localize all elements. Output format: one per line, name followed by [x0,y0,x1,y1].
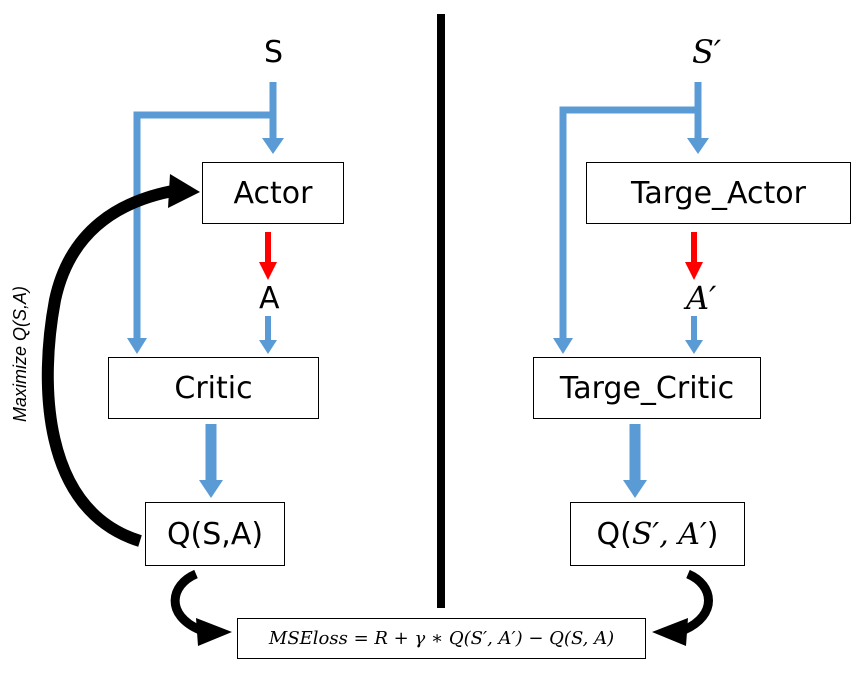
state-to-critic-head [127,338,147,354]
q-value-label: Q(S,A) [166,516,264,552]
next-state-to-target-actor-head [687,138,709,154]
critic-box: Critic [108,357,319,419]
target-critic-label: Targe_Critic [559,370,735,406]
state-label: S [264,35,284,70]
critic-to-q-head [199,480,223,498]
mse-loss-formula: MSEloss = R + γ ∗ Q(S′, A′) − Q(S, A) [268,628,615,649]
target-q-to-loss-head [652,618,688,646]
actor-box: Actor [202,162,344,224]
mse-loss-box: MSEloss = R + γ ∗ Q(S′, A′) − Q(S, A) [237,618,646,659]
q-value-box: Q(S,A) [145,502,285,566]
q-to-loss-arrow [170,569,202,635]
target-q-value-box: Q( S′, A′ ) [570,502,745,566]
target-q-prefix: Q( [596,516,632,552]
action-label: A [259,281,280,316]
critic-label: Critic [174,370,253,406]
maximize-gradient-arrow [41,184,180,547]
maximize-gradient-head [168,174,200,208]
target-actor-box: Targe_Actor [586,162,851,224]
next-state-to-target-critic-arrow [559,106,698,338]
action-to-critic-head [259,340,277,354]
target-critic-to-q-head [623,480,647,498]
q-to-loss-head [196,618,232,646]
next-action-label: A′ [686,279,717,317]
maximize-label: Maximize Q(S,A) [10,285,30,422]
target-q-args: S′, A′ [631,516,707,552]
next-state-to-target-critic-head [553,338,573,354]
state-to-critic-arrow [133,111,273,338]
actor-to-action-head [259,262,277,280]
action-to-target-critic-head [685,340,703,354]
target-critic-box: Targe_Critic [533,357,761,419]
target-actor-label: Targe_Actor [631,175,806,211]
next-state-label: S′ [692,33,722,71]
target-actor-to-action-head [685,262,703,280]
state-to-actor-head [262,138,284,154]
actor-label: Actor [233,175,313,211]
target-q-to-loss-arrow [681,569,713,635]
target-q-suffix: ) [706,516,719,552]
